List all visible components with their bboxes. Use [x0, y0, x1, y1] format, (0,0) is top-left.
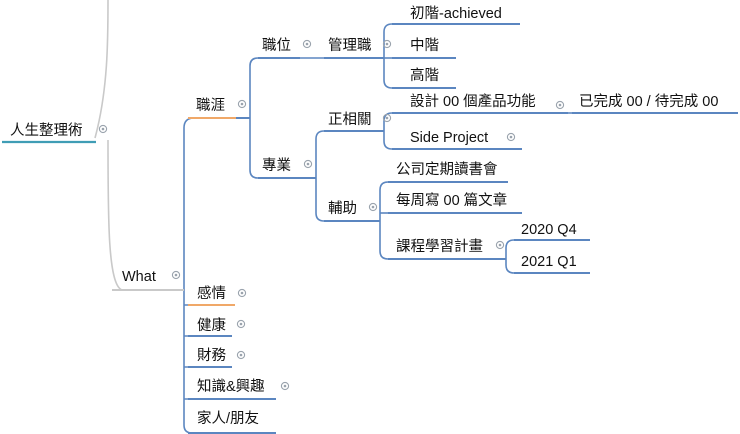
link-root-what [107, 139, 123, 291]
collapse-toggle-icon [382, 113, 392, 123]
link-career-expertise [249, 116, 259, 179]
collapse-toggle-dot [385, 42, 389, 46]
link-related-design [383, 112, 393, 131]
link-course-q4 [505, 239, 515, 259]
node-family[interactable]: 家人/朋友 [197, 410, 259, 427]
expand-toggle-icon [506, 132, 516, 142]
toggle-course-plan[interactable] [495, 240, 505, 250]
node-level-senior[interactable]: 高階 [410, 67, 439, 84]
expand-toggle-dot [509, 135, 513, 139]
node-2021-q1[interactable]: 2021 Q1 [521, 254, 577, 270]
node-underlines [2, 23, 738, 434]
link-expertise-related [315, 130, 325, 178]
expand-toggle-dot [239, 353, 243, 357]
node-what[interactable]: What [122, 269, 156, 285]
link-what-children [183, 288, 193, 434]
node-health[interactable]: 健康 [197, 317, 226, 334]
toggle-side-project[interactable] [506, 132, 516, 142]
collapse-toggle-dot [174, 273, 178, 277]
expand-toggle-icon [236, 319, 246, 329]
collapse-toggle-icon [171, 270, 181, 280]
toggle-position[interactable] [302, 39, 312, 49]
expand-toggle-icon [237, 288, 247, 298]
toggle-knowledge[interactable] [280, 381, 290, 391]
collapse-toggle-dot [385, 116, 389, 120]
node-auxiliary[interactable]: 輔助 [328, 200, 357, 217]
node-design-status[interactable]: 已完成 00 / 待完成 00 [579, 93, 718, 110]
collapse-toggle-dot [371, 205, 375, 209]
node-emotion[interactable]: 感情 [197, 285, 226, 302]
toggle-finance[interactable] [236, 350, 246, 360]
collapse-toggle-icon [495, 240, 505, 250]
link-related-side [383, 131, 393, 150]
link-root-top [94, 0, 109, 139]
toggle-root[interactable] [98, 124, 108, 134]
collapse-toggle-dot [558, 103, 562, 107]
node-knowledge[interactable]: 知識&興趣 [197, 378, 265, 395]
link-course-q1 [505, 259, 515, 274]
node-design-products[interactable]: 設計 00 個產品功能 [410, 93, 536, 110]
toggle-management[interactable] [382, 39, 392, 49]
expand-toggle-dot [240, 291, 244, 295]
collapse-toggle-icon [382, 39, 392, 49]
collapse-toggle-icon [303, 159, 313, 169]
node-reading-club[interactable]: 公司定期讀書會 [396, 161, 498, 178]
node-level-junior[interactable]: 初階-achieved [410, 5, 502, 22]
collapse-toggle-icon [98, 124, 108, 134]
collapse-toggle-icon [555, 100, 565, 110]
expand-toggle-icon [280, 381, 290, 391]
expand-toggle-dot [283, 384, 287, 388]
collapse-toggle-dot [240, 102, 244, 106]
link-management-senior [383, 58, 393, 89]
node-labels: 人生整理術 What 職涯 職位 管理職 初階-achieved 中階 高階 專… [10, 5, 718, 427]
collapse-toggle-dot [498, 243, 502, 247]
link-career-position [249, 57, 259, 116]
collapse-toggle-dot [305, 42, 309, 46]
toggle-auxiliary[interactable] [368, 202, 378, 212]
toggle-health[interactable] [236, 319, 246, 329]
collapse-toggle-dot [101, 127, 105, 131]
toggle-career[interactable] [237, 99, 247, 109]
toggle-emotion[interactable] [237, 288, 247, 298]
node-career[interactable]: 職涯 [196, 97, 225, 114]
node-position[interactable]: 職位 [262, 37, 291, 54]
node-side-project[interactable]: Side Project [410, 130, 488, 146]
link-aux-reading [379, 181, 389, 221]
link-aux-course [379, 221, 389, 260]
toggle-expertise[interactable] [303, 159, 313, 169]
expand-toggle-icon [236, 350, 246, 360]
collapse-toggle-icon [302, 39, 312, 49]
node-course-plan[interactable]: 課程學習計畫 [396, 237, 483, 255]
link-expertise-auxiliary [315, 178, 325, 222]
node-toggles [98, 39, 565, 391]
collapse-toggle-icon [237, 99, 247, 109]
node-management[interactable]: 管理職 [328, 37, 372, 54]
expand-toggle-dot [239, 322, 243, 326]
collapse-toggle-icon [368, 202, 378, 212]
node-finance[interactable]: 財務 [197, 347, 226, 364]
node-2020-q4[interactable]: 2020 Q4 [521, 222, 577, 238]
toggle-what[interactable] [171, 270, 181, 280]
node-weekly-articles[interactable]: 每周寫 00 篇文章 [396, 191, 507, 209]
link-what-career [183, 117, 195, 288]
node-related[interactable]: 正相關 [328, 111, 372, 128]
link-management-levels [383, 23, 393, 58]
toggle-design-products[interactable] [555, 100, 565, 110]
node-root[interactable]: 人生整理術 [10, 122, 83, 139]
toggle-related[interactable] [382, 113, 392, 123]
node-level-mid[interactable]: 中階 [410, 37, 439, 54]
node-expertise[interactable]: 專業 [262, 157, 291, 174]
collapse-toggle-dot [306, 162, 310, 166]
